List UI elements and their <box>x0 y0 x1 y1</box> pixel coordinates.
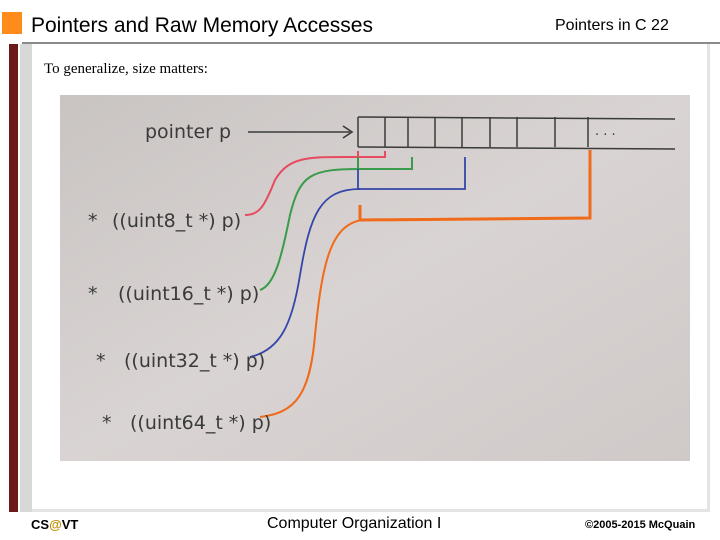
row-uint64 <box>259 150 592 418</box>
pointer-label: pointer p <box>145 121 231 143</box>
row-uint8-cast: ((uint8_t *) p) <box>112 210 241 232</box>
footer-copyright: ©2005-2015 McQuain <box>585 519 696 531</box>
row-uint32-star: * <box>96 350 106 372</box>
row-uint32 <box>249 157 466 358</box>
row-uint64-cast: ((uint64_t *) p) <box>130 412 271 434</box>
footer-cs: CS <box>31 517 50 532</box>
row-uint8-star: * <box>88 210 98 232</box>
side-bar <box>9 44 18 512</box>
intro-text: To generalize, size matters: <box>44 61 208 77</box>
row-uint8 <box>244 151 386 216</box>
footer-course-name: Computer Organization I <box>267 515 442 532</box>
slide-title: Pointers and Raw Memory Accesses <box>31 14 373 37</box>
row-uint16-cast: ((uint16_t *) p) <box>118 283 259 305</box>
whiteboard-background <box>60 95 690 461</box>
pointer-arrowhead <box>342 125 354 139</box>
footer-course-tag: CS@VT <box>31 517 78 532</box>
header-divider <box>22 42 720 44</box>
row-uint16 <box>259 157 413 291</box>
whiteboard-photo: pointer p . . . * ((uint8_t *) p) * ((ui… <box>60 95 690 461</box>
row-uint32-cast: ((uint32_t *) p) <box>124 350 265 372</box>
content-border-right <box>707 44 710 512</box>
accent-square <box>2 12 22 34</box>
section-label: Pointers in C 22 <box>555 17 669 34</box>
footer-vt: VT <box>61 517 79 532</box>
row-uint16-star: * <box>88 283 98 305</box>
row-uint64-star: * <box>102 412 112 434</box>
side-bar-shadow <box>20 44 32 512</box>
content-border-bottom <box>32 509 710 512</box>
footer-at: @ <box>49 517 62 532</box>
memory-ellipsis: . . . <box>595 124 616 139</box>
memory-cells <box>357 116 676 150</box>
